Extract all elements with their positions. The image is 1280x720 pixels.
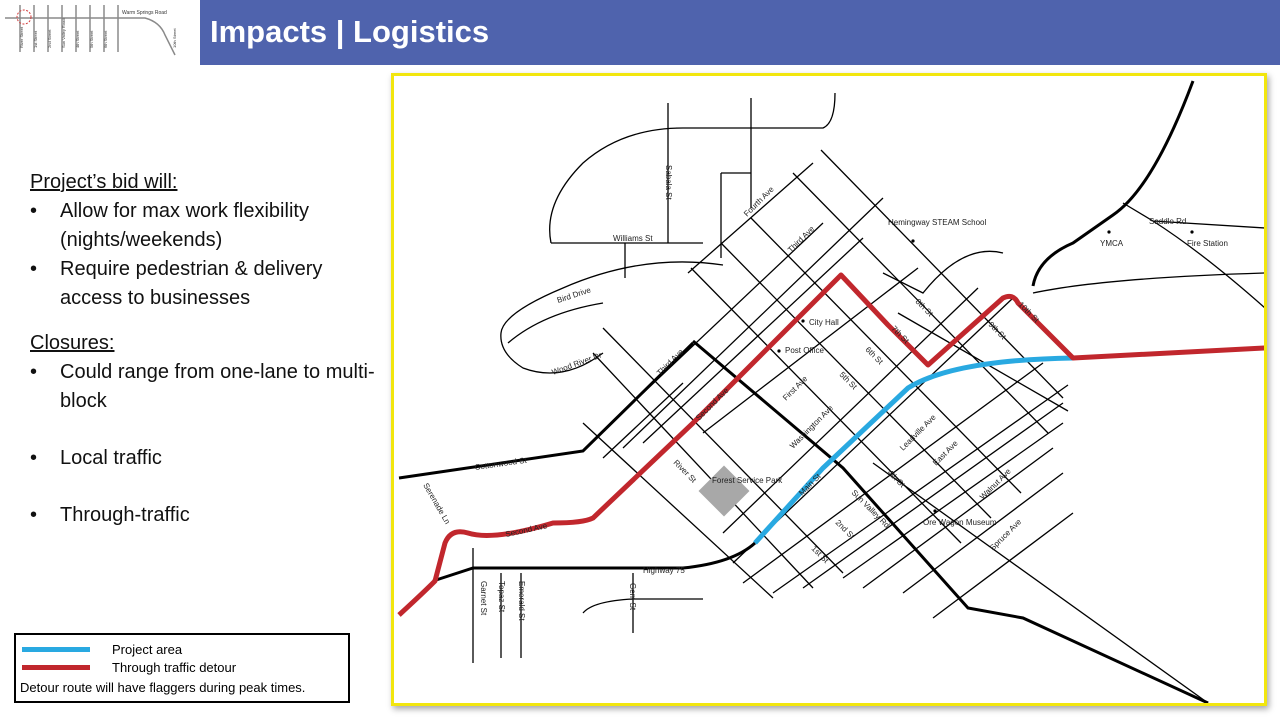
street-label: Wood River Dr (551, 350, 604, 376)
bullet-icon: • (30, 447, 38, 469)
thumb-street-label: 6th Street (103, 30, 108, 48)
place-label: Forest Service Park (712, 476, 783, 485)
street-label: Second Ave (505, 521, 549, 539)
legend-swatch (22, 646, 90, 652)
closures-list: • Could range from one-lane to multi-bloc… (30, 358, 375, 530)
bid-list: • Allow for max work flexibility (nights/… (30, 197, 375, 313)
map-legend: Project area Through traffic detour Deto… (14, 633, 350, 703)
bullet-icon: • (30, 361, 38, 383)
street-label: Main St (797, 471, 823, 497)
legend-label: Project area (112, 641, 183, 657)
place-label: YMCA (1100, 239, 1124, 248)
thumb-street-label: 5th Street (89, 30, 94, 48)
legend-item-project-area: Project area (22, 641, 182, 657)
street-label: 4th St (886, 468, 908, 490)
list-item-text: Could range from one-lane to multi-block (60, 361, 375, 412)
bullet-icon: • (30, 200, 38, 222)
street-label: Gem St (628, 583, 637, 611)
list-item: • Through-traffic (30, 501, 375, 530)
legend-note: Detour route will have flaggers during p… (20, 680, 306, 695)
street-label: First Ave (781, 374, 810, 403)
street-label: Cottonwood St (474, 456, 528, 472)
street-label: Garnet St (479, 581, 488, 616)
locator-map-icon: Warm Springs Road River Street 1st Stree… (5, 5, 177, 56)
page-title: Impacts | Logistics (210, 14, 490, 49)
bullet-icon: • (30, 258, 38, 280)
street-label: 6th St (864, 345, 886, 367)
street-label: Topaz St (497, 581, 506, 613)
list-item-text: Allow for max work flexibility (nights/w… (60, 200, 309, 251)
thumb-street-label: 10th Street (172, 28, 177, 48)
street-label: Third Ave (655, 347, 686, 378)
project-area-route (753, 355, 1074, 545)
street-label: Third Ave (786, 224, 817, 255)
legend-label: Through traffic detour (112, 659, 237, 675)
street-label: Fourth Ave (742, 184, 776, 218)
list-item: • Could range from one-lane to multi-bloc… (30, 358, 375, 416)
thumb-street-label: Sun Valley Road (61, 19, 66, 49)
street-label: Williams St (613, 234, 653, 243)
legend-swatch (22, 664, 90, 670)
street-label: Highway 75 (643, 566, 685, 575)
notes-panel: Project’s bid will: • Allow for max work … (30, 168, 375, 530)
street-label: East Ave (931, 438, 960, 467)
list-item-text: Require pedestrian & delivery access to … (60, 258, 323, 309)
bid-section-title: Project’s bid will: (30, 171, 178, 193)
street-label: Saddle Rd (1149, 217, 1186, 226)
street-label: 1st St (810, 544, 831, 565)
thumb-street-label: 4th Street (75, 30, 80, 48)
street-label: Walnut Ave (978, 466, 1013, 501)
detour-route (397, 272, 1264, 617)
street-labels: Sabala St Williams St Bird Drive Wood Ri… (421, 165, 1186, 621)
list-item-text: Local traffic (60, 447, 162, 469)
legend-item-detour: Through traffic detour (22, 659, 236, 675)
thumb-street-label: River Street (19, 26, 24, 48)
place-label: Fire Station (1187, 239, 1228, 248)
street-label: Serenade Ln (421, 482, 452, 526)
place-label: City Hall (809, 318, 839, 327)
street-map: Hemingway STEAM School YMCA Fire Station… (391, 73, 1267, 706)
header-bar: Impacts | Logistics (200, 0, 1280, 65)
thumb-street-label: 1st Street (33, 30, 38, 48)
street-label: 5th St (838, 370, 860, 392)
place-label: Post Office (785, 346, 825, 355)
street-label: 2nd St (834, 518, 857, 541)
list-item: • Allow for max work flexibility (nights/… (30, 197, 375, 255)
locator-thumbnail: Warm Springs Road River Street 1st Stree… (0, 0, 200, 65)
place-label: Ore Wagon Museum (923, 518, 997, 527)
bullet-icon: • (30, 504, 38, 526)
street-label: Leadville Ave (898, 412, 938, 452)
street-label: Emerald St (517, 581, 526, 621)
list-item: • Local traffic (30, 444, 375, 473)
park-shape (698, 465, 750, 517)
street-grid (472, 92, 1264, 703)
major-roads (398, 80, 1209, 703)
place-label: Hemingway STEAM School (888, 218, 986, 227)
street-label: Sabala St (664, 165, 673, 200)
list-item-text: Through-traffic (60, 504, 190, 526)
place-labels: Hemingway STEAM School YMCA Fire Station… (712, 218, 1228, 527)
thumb-road-label: Warm Springs Road (122, 10, 167, 16)
map-canvas: Hemingway STEAM School YMCA Fire Station… (397, 80, 1264, 703)
place-markers (777, 230, 1194, 513)
thumb-street-label: 2nd Street (47, 29, 52, 48)
closures-section-title: Closures: (30, 332, 115, 354)
list-item: • Require pedestrian & delivery access to… (30, 255, 375, 313)
